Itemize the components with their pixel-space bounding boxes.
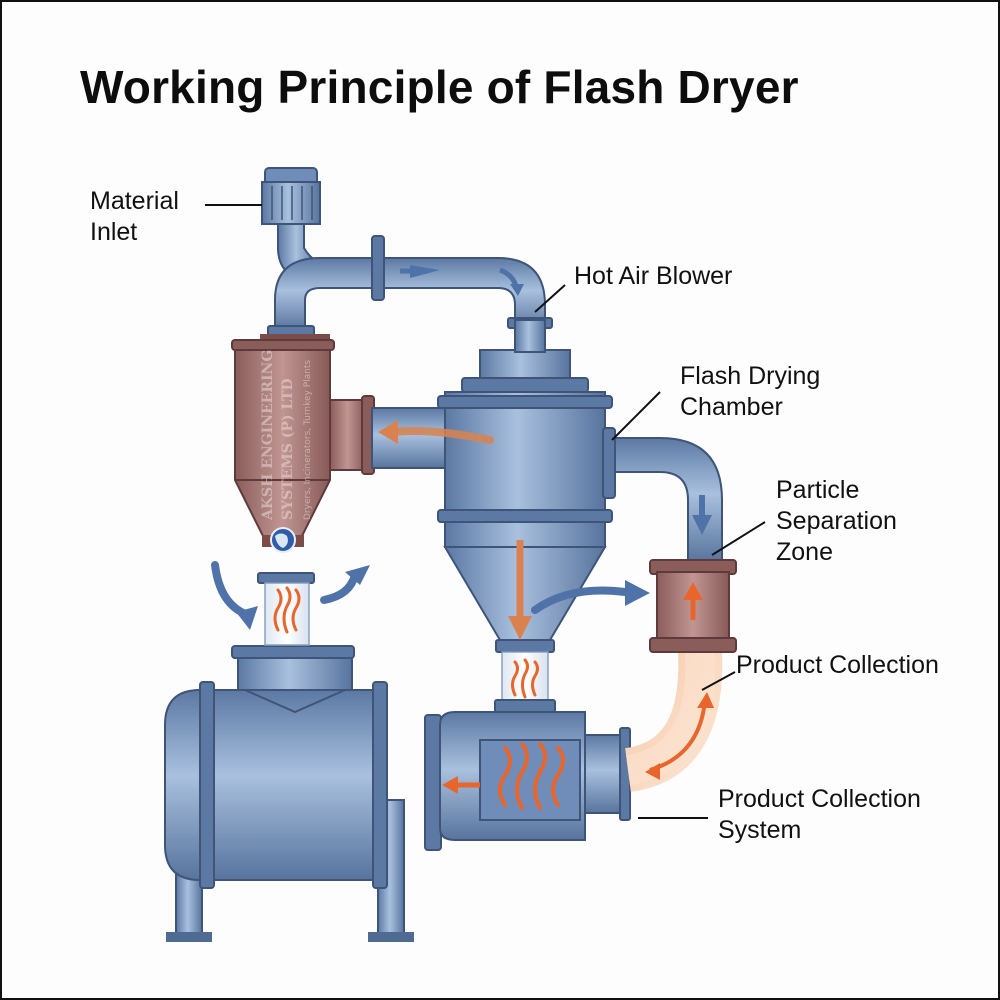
hot-return-pipe (624, 650, 723, 792)
page-title: Working Principle of Flash Dryer (80, 61, 799, 113)
particle-separation-zone (649, 559, 737, 653)
label-material-inlet: Material Inlet (90, 186, 179, 248)
heater-box (424, 711, 631, 851)
label-hot-air-blower: Hot Air Blower (574, 262, 733, 290)
label-product-collection-system-line-1: Product Collection (718, 785, 921, 813)
label-product-collection-system-line-2: System (718, 816, 802, 844)
furnace-drum (164, 645, 414, 942)
label-product-collection: Product Collection (736, 651, 939, 679)
watermark-tagline: Dryers, Incinerators, Turnkey Plants (303, 360, 313, 520)
flash-drying-chamber (371, 319, 650, 713)
leader-lines (205, 204, 766, 819)
label-flash-drying-chamber: Flash Drying Chamber (680, 361, 820, 423)
label-product-collection-system: Product Collection System (718, 784, 921, 846)
watermark: AKSH ENGINEERING SYSTEMS (P) LTD Dryers,… (260, 350, 313, 521)
watermark-line-2: SYSTEMS (P) LTD (280, 378, 296, 520)
label-flash-drying-chamber-line-1: Flash Drying (680, 362, 821, 390)
label-flash-drying-chamber-line-2: Chamber (680, 393, 783, 421)
right-duct (602, 427, 723, 563)
cone-flame-icon (511, 658, 539, 699)
label-particle-separation-zone: Particle Separation Zone (776, 475, 897, 568)
top-duct (267, 235, 553, 337)
label-material-inlet-line-1: Material (90, 187, 179, 215)
cyclone-glass-tube (257, 572, 315, 646)
label-particle-separation-zone-line-1: Particle (776, 476, 860, 504)
cyclone-flow-arrows (211, 561, 370, 630)
copper-cyclone: AKSH ENGINEERING SYSTEMS (P) LTD Dryers,… (231, 334, 375, 553)
label-particle-separation-zone-line-2: Separation (776, 507, 897, 535)
globe-logo-icon (270, 527, 296, 553)
glass-flame-icon (273, 586, 301, 634)
watermark-line-1: AKSH ENGINEERING (260, 350, 276, 521)
label-material-inlet-line-2: Inlet (90, 218, 138, 246)
label-particle-separation-zone-line-3: Zone (776, 538, 833, 566)
heater-flame-icon (498, 742, 565, 810)
